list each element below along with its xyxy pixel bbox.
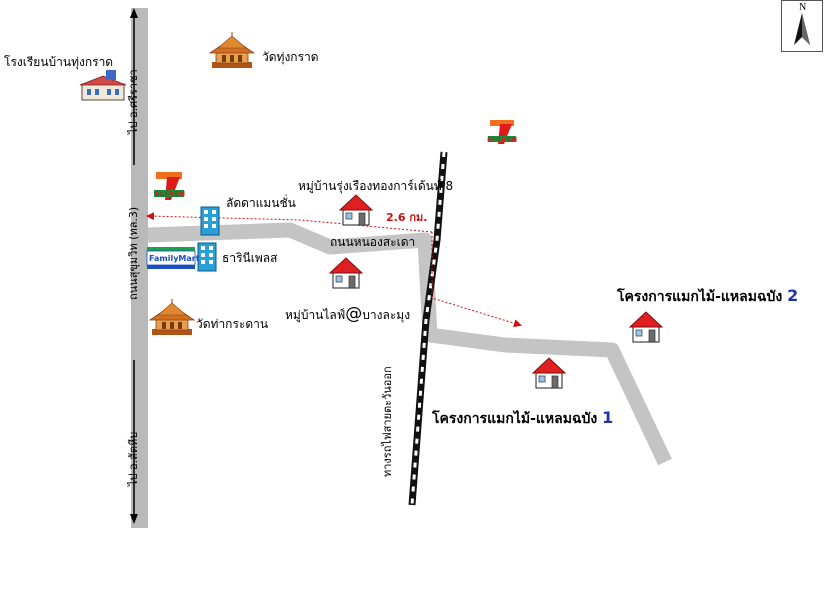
north-compass: N [781,0,823,52]
label-village2-b: บางละมุง [362,308,411,322]
north-label: N [799,2,807,13]
arrow-north-icon [130,8,138,165]
label-project2-name: โครงการแมกไม้-แหลมฉบัง [617,289,783,305]
label-distance: 2.6 กม. [386,211,428,224]
house-project2-icon [629,311,663,343]
label-project1-num: 1 [602,408,614,427]
label-project1-name: โครงการแมกไม้-แหลมฉบัง [432,411,598,427]
familymart-text: FamilyMart [149,254,200,263]
distance-arrow-east [431,232,522,328]
railway-line [408,151,448,506]
label-village2-at: @ [345,304,363,324]
temple-south-icon [149,298,195,336]
seven-eleven-logo-west [152,170,186,202]
label-temple-south: วัดท่ากระดาน [196,317,269,331]
label-place: ธารินีเพลส [222,251,278,265]
label-project2: โครงการแมกไม้-แหลมฉบัง 2 [617,286,799,305]
label-highway: ถนนสุขุมวิท (ทล.3) [127,206,140,300]
label-village2-a: หมู่บ้านไลฟ์ [285,308,346,322]
label-railway: ทางรถไฟสายตะวันออก [381,366,394,477]
house-project1-icon [532,357,566,389]
label-project1: โครงการแมกไม้-แหลมฉบัง 1 [432,408,614,427]
seven-eleven-logo-north [486,118,518,146]
seven-eleven-text-north: ELEVEN [487,136,518,144]
mansion-building-icon [200,206,220,236]
arrow-south-icon [130,360,138,524]
label-to-south: ไป อ.สัตหีบ [127,431,140,486]
highway-sukhumvit [131,8,148,528]
school-icon [79,70,127,101]
compass-arrow-icon [794,13,810,45]
familymart-logo [146,247,196,269]
house-village2-icon [329,257,363,289]
label-village1: หมู่บ้านรุ่งเรืองทองการ์เด้นท์ 8 [298,179,454,193]
temple-north-icon [209,31,255,69]
label-project2-num: 2 [787,286,799,305]
seven-eleven-text-west: ELEVEN [155,190,186,198]
label-side-road: ถนนหนองสะเดา [330,235,416,249]
distance-arrow-west [146,212,433,233]
label-mansion: ลัดดาแมนชั่น [226,196,296,210]
label-temple-north: วัดทุ่งกราด [262,50,319,64]
label-village2: หมู่บ้านไลฟ์@บางละมุง [285,306,410,323]
house-village1-icon [339,194,373,226]
label-school: โรงเรียนบ้านทุ่งกราด [4,55,114,69]
label-to-north: ไป อ.ศรีราชา [127,69,140,134]
place-building-icon [197,242,217,272]
